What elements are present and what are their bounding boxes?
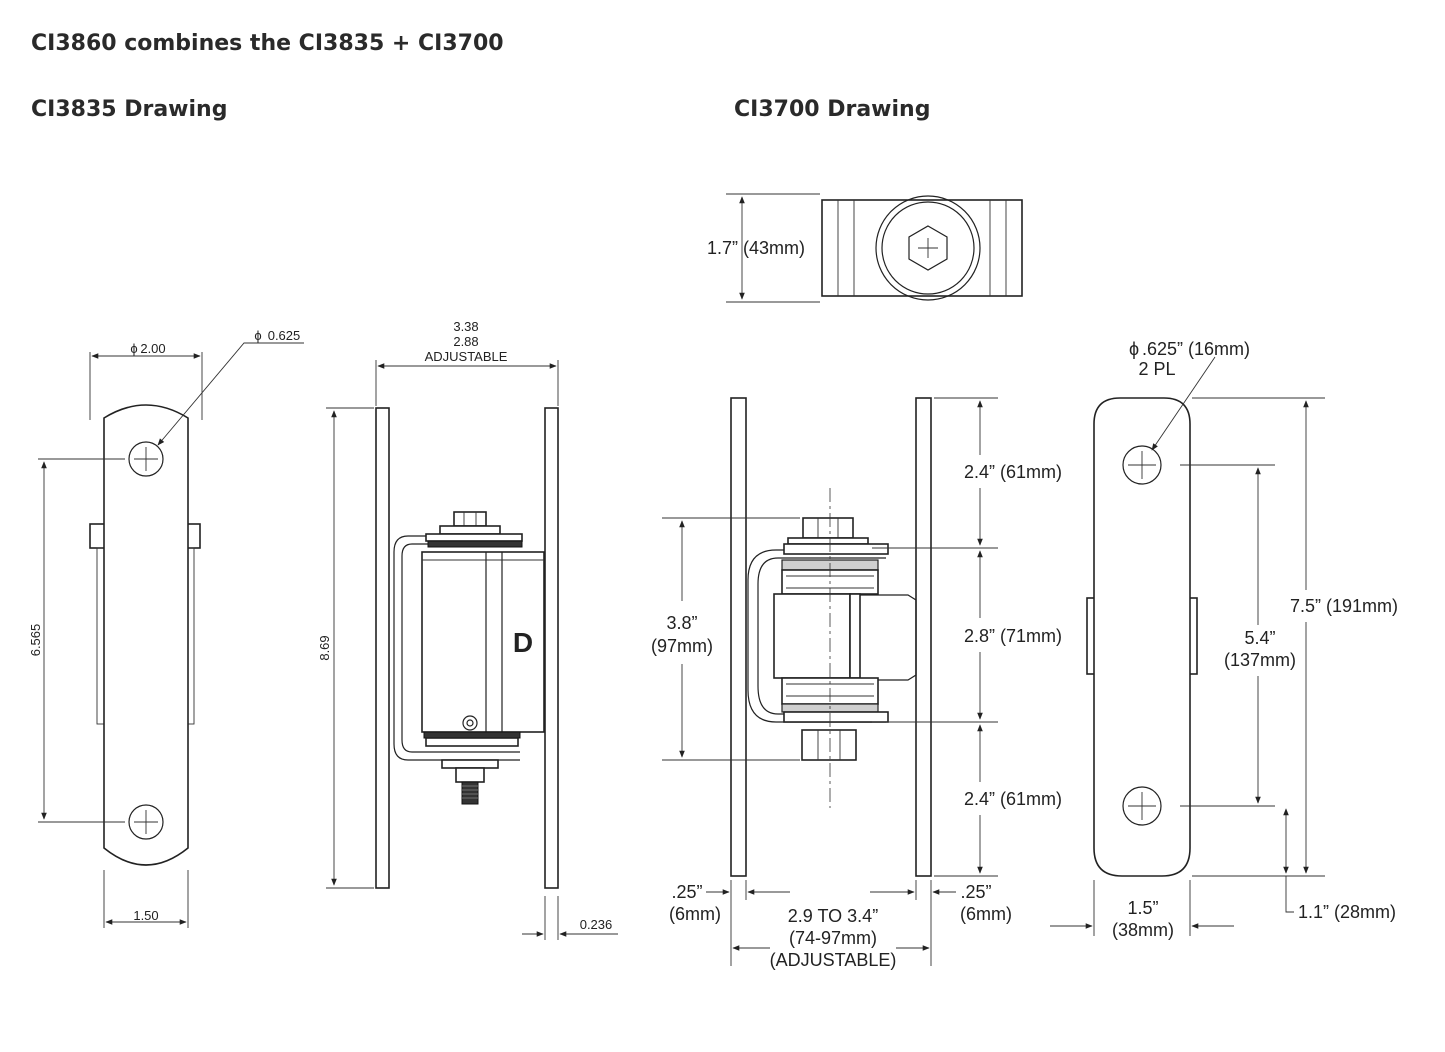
dim-width: 1.50: [133, 908, 158, 923]
dim-hinge-height-mm: (97mm): [651, 636, 713, 656]
dim-hole-spacing: 6.565: [28, 624, 43, 657]
dim-segment-middle: 2.8” (71mm): [964, 626, 1062, 646]
dim-total-height: 7.5” (191mm): [1290, 596, 1398, 616]
dim-top-height: 1.7” (43mm): [707, 238, 805, 258]
dim-adjust-min: 2.88: [453, 334, 478, 349]
brand-logo: D: [513, 627, 533, 658]
dim-plate-width: 1.5”: [1127, 898, 1158, 918]
left-plate: [375, 407, 390, 889]
dim-edge-distance: 1.1” (28mm): [1298, 902, 1396, 922]
ci3835-front-view: [38, 342, 304, 928]
page-title: CI3860 combines the CI3835 + CI3700: [31, 31, 504, 56]
bottom-hole: [128, 804, 164, 840]
dim-segment-top: 2.4” (61mm): [964, 462, 1062, 482]
dim-adjust-max: 3.38: [453, 319, 478, 334]
dim-segment-bottom: 2.4” (61mm): [964, 789, 1062, 809]
dim-span-mm: (74-97mm): [789, 928, 877, 948]
dim-plate-left: .25”: [671, 882, 702, 902]
dim-plate-width-mm: (38mm): [1112, 920, 1174, 940]
left-plate: [730, 397, 747, 877]
right-plate: [544, 407, 559, 889]
ci3835-heading: CI3835 Drawing: [31, 97, 228, 122]
ci3700-side-view: [662, 397, 998, 966]
right-plate: [915, 397, 932, 877]
dim-plate-right-mm: (6mm): [960, 904, 1012, 924]
ci3700-top-view: [726, 193, 1023, 303]
ci3700-front-view: [1050, 356, 1325, 936]
dim-diameter-symbol-2pl: ϕ: [1129, 339, 1139, 359]
dim-diameter-symbol-hole: ϕ: [254, 328, 261, 343]
top-hole: [128, 441, 164, 477]
dim-large-diameter: 2.00: [140, 341, 165, 356]
dim-diameter-symbol-large: ϕ: [130, 341, 137, 356]
ci3700-heading: CI3700 Drawing: [734, 97, 931, 122]
dim-hole-diameter-2pl: .625” (16mm): [1142, 339, 1250, 359]
ci3835-side-view: [326, 360, 618, 940]
dim-hole-count: 2 PL: [1138, 359, 1175, 379]
dim-height: 8.69: [317, 635, 332, 660]
dim-hole-diameter: 0.625: [268, 328, 301, 343]
dim-span-adjustable: (ADJUSTABLE): [770, 950, 897, 970]
dim-plate-left-mm: (6mm): [669, 904, 721, 924]
dim-hole-spacing: 5.4”: [1244, 628, 1275, 648]
dim-hinge-height: 3.8”: [666, 613, 697, 633]
dim-plate-right: .25”: [960, 882, 991, 902]
dim-adjust-label: ADJUSTABLE: [425, 349, 508, 364]
dim-span: 2.9 TO 3.4”: [788, 906, 878, 926]
dim-hole-spacing-mm: (137mm): [1224, 650, 1296, 670]
dim-plate-thickness: 0.236: [580, 917, 613, 932]
